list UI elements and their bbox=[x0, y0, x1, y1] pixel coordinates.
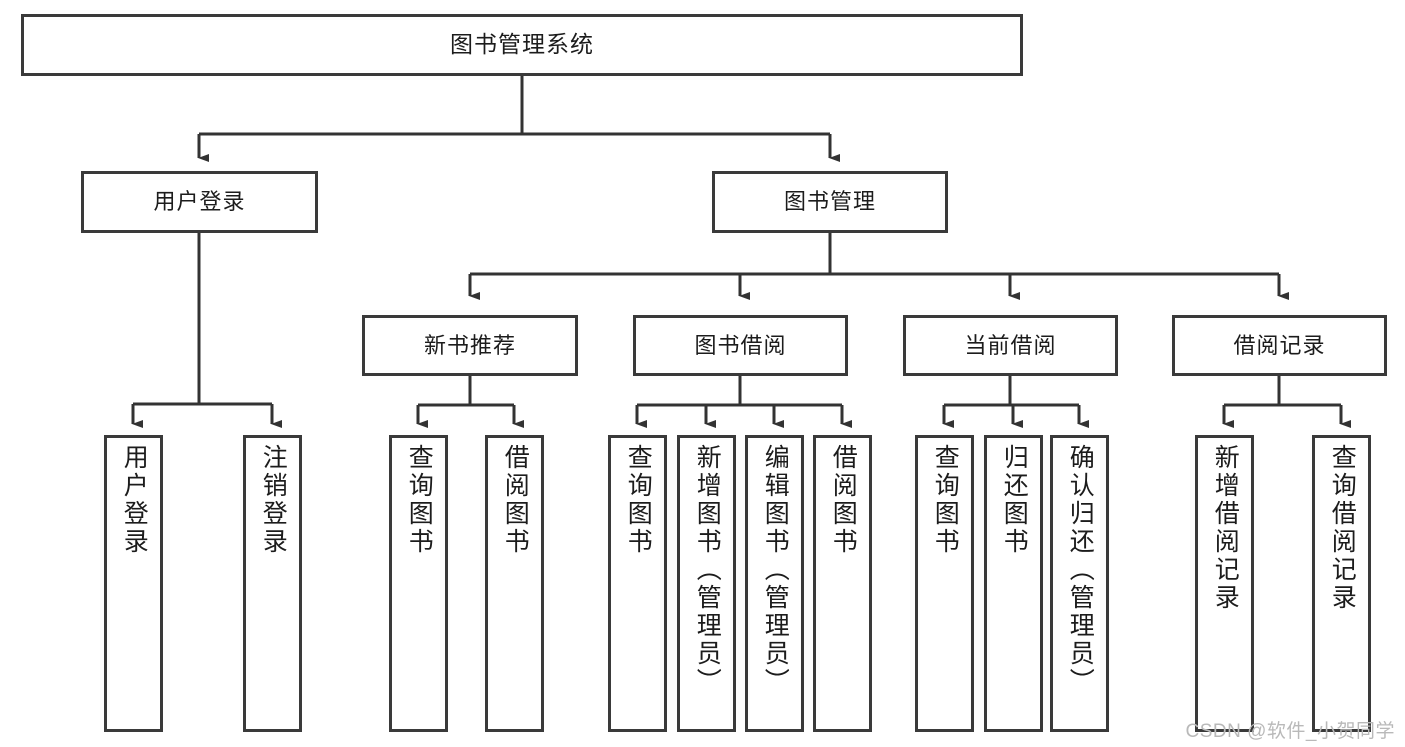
leaf-current-return-book[interactable]: 归还图书 bbox=[984, 435, 1043, 732]
leaf-borrow-query-book[interactable]: 查询图书 bbox=[608, 435, 667, 732]
leaf-new-book-query[interactable]: 查询图书 bbox=[389, 435, 448, 732]
node-label: 新增借阅记录 bbox=[1211, 444, 1240, 612]
node-user-login[interactable]: 用户登录 bbox=[81, 171, 318, 233]
node-label: 用户登录 bbox=[153, 189, 246, 215]
node-label: 注销登录 bbox=[259, 444, 288, 556]
node-label: 借阅图书 bbox=[829, 444, 858, 556]
leaf-borrow-edit-book[interactable]: 编辑图书（管理员） bbox=[745, 435, 804, 732]
node-book-management[interactable]: 图书管理 bbox=[712, 171, 948, 233]
node-label: 确认归还（管理员） bbox=[1066, 444, 1095, 696]
node-label: 借阅图书 bbox=[501, 444, 530, 556]
leaf-new-book-borrow[interactable]: 借阅图书 bbox=[485, 435, 544, 732]
leaf-borrow-borrow-book[interactable]: 借阅图书 bbox=[813, 435, 872, 732]
node-label: 图书借阅 bbox=[694, 332, 787, 358]
node-label: 新书推荐 bbox=[423, 332, 516, 358]
leaf-borrow-add-book[interactable]: 新增图书（管理员） bbox=[677, 435, 736, 732]
node-root-system[interactable]: 图书管理系统 bbox=[21, 14, 1023, 76]
node-label: 图书管理系统 bbox=[450, 31, 594, 58]
node-new-book-recommend[interactable]: 新书推荐 bbox=[362, 315, 578, 376]
node-label: 当前借阅 bbox=[964, 332, 1057, 358]
leaf-record-add[interactable]: 新增借阅记录 bbox=[1195, 435, 1254, 732]
node-label: 归还图书 bbox=[1000, 444, 1029, 556]
node-label: 查询借阅记录 bbox=[1328, 444, 1357, 612]
leaf-record-query[interactable]: 查询借阅记录 bbox=[1312, 435, 1371, 732]
leaf-current-query-book[interactable]: 查询图书 bbox=[915, 435, 974, 732]
node-label: 查询图书 bbox=[624, 444, 653, 556]
node-label: 图书管理 bbox=[783, 189, 876, 215]
node-label: 编辑图书（管理员） bbox=[761, 444, 790, 696]
node-label: 查询图书 bbox=[931, 444, 960, 556]
node-current-borrow[interactable]: 当前借阅 bbox=[903, 315, 1118, 376]
leaf-user-login-login[interactable]: 用户登录 bbox=[104, 435, 163, 732]
leaf-user-login-logout[interactable]: 注销登录 bbox=[243, 435, 302, 732]
node-book-borrow[interactable]: 图书借阅 bbox=[633, 315, 848, 376]
leaf-current-confirm-return[interactable]: 确认归还（管理员） bbox=[1050, 435, 1109, 732]
node-borrow-record[interactable]: 借阅记录 bbox=[1172, 315, 1387, 376]
node-label: 新增图书（管理员） bbox=[693, 444, 722, 696]
watermark: CSDN @软件_小贺同学 bbox=[1185, 721, 1395, 742]
node-label: 查询图书 bbox=[405, 444, 434, 556]
node-label: 借阅记录 bbox=[1233, 332, 1326, 358]
node-label: 用户登录 bbox=[120, 444, 149, 556]
